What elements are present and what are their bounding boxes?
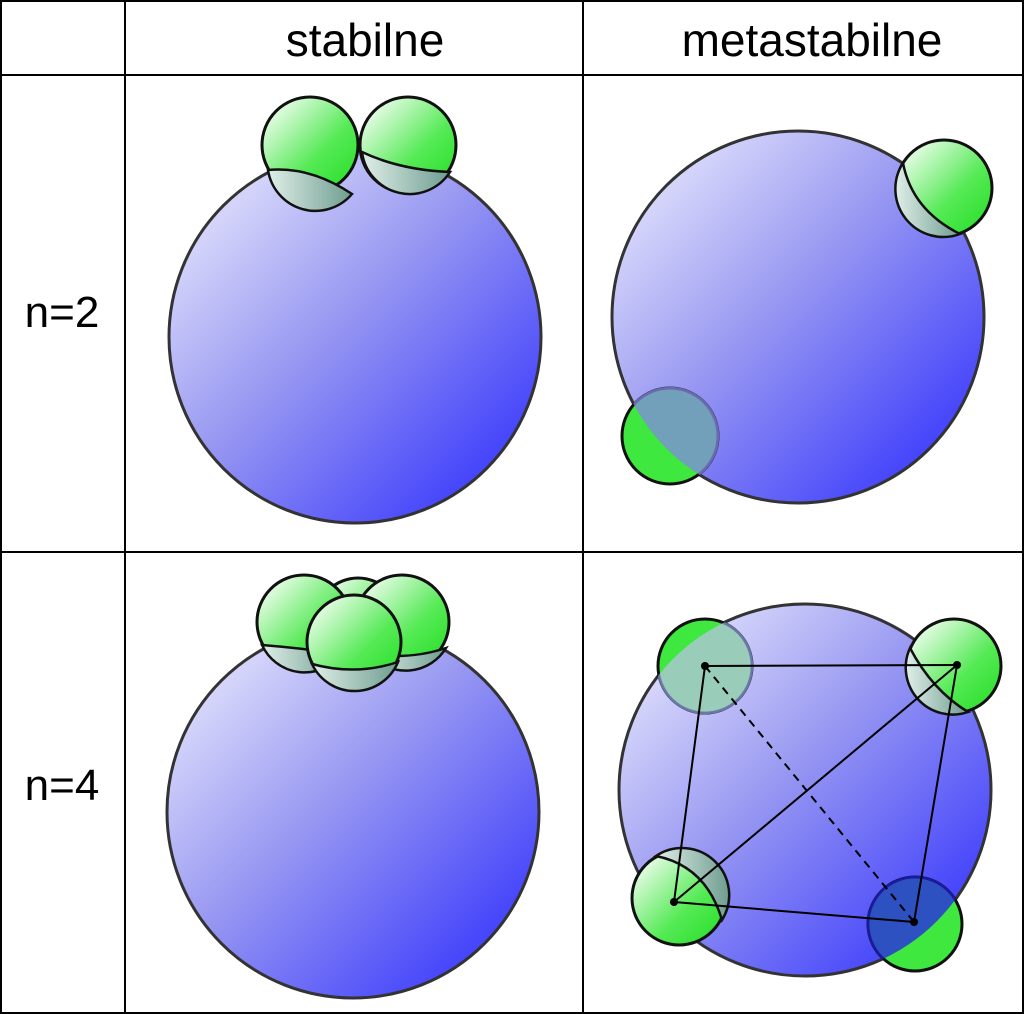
big-sphere [167, 149, 543, 525]
small-sphere-behind [620, 386, 720, 486]
cell-n4-stable [165, 573, 541, 1000]
row-label-n2: n=2 [25, 288, 100, 337]
small-sphere [305, 593, 403, 693]
small-sphere [358, 95, 458, 196]
header-stable: stabilne [286, 14, 445, 66]
cell-n2-stable [167, 95, 543, 525]
small-sphere [894, 138, 994, 239]
tetrahedron-edges [673, 664, 958, 923]
small-sphere [260, 95, 360, 213]
header-metastable: metastabilne [682, 14, 943, 66]
cell-n2-metastable [610, 129, 994, 505]
row-label-n4: n=4 [25, 761, 100, 810]
tetrahedron-vertices [670, 661, 961, 926]
cell-n4-metastable [617, 602, 1003, 978]
